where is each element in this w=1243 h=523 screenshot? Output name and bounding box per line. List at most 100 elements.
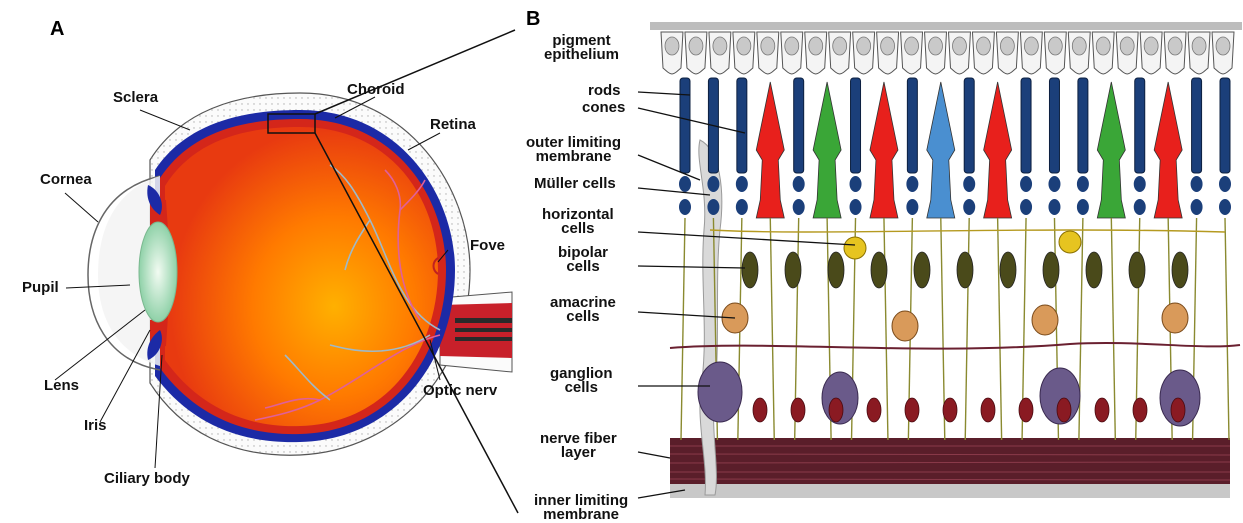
pigment-top-bar bbox=[650, 22, 1242, 30]
red-cone-cell bbox=[870, 82, 898, 218]
rod-cell bbox=[1135, 78, 1145, 173]
label-nerve-fiber-layer: nerve fiber layer bbox=[540, 432, 617, 460]
pigment-nucleus bbox=[929, 37, 943, 55]
pigment-nucleus bbox=[1120, 37, 1134, 55]
label-amacrine-cells: amacrine cells bbox=[550, 296, 616, 324]
axon-fiber bbox=[770, 218, 774, 440]
panel-a-eye-diagram: A bbox=[0, 0, 520, 523]
rod-nucleus bbox=[736, 176, 748, 192]
small-ganglion-cell bbox=[791, 398, 805, 422]
pigment-nucleus bbox=[953, 37, 967, 55]
bipolar-cell bbox=[1086, 252, 1102, 288]
pigment-nucleus bbox=[1072, 37, 1086, 55]
label-rods: rods bbox=[588, 84, 621, 98]
rod-cell bbox=[737, 78, 747, 173]
rod-nucleus bbox=[963, 176, 975, 192]
label-pigment-epithelium: pigment epithelium bbox=[544, 34, 619, 62]
bipolar-cell bbox=[742, 252, 758, 288]
rod-cell bbox=[851, 78, 861, 173]
rod-cell bbox=[907, 78, 917, 173]
nerve-fiber-layer bbox=[670, 438, 1230, 484]
pigment-nucleus bbox=[1168, 37, 1182, 55]
axon-fiber bbox=[1111, 218, 1115, 440]
label-ciliary-body: Ciliary body bbox=[104, 471, 190, 486]
pigment-nucleus bbox=[809, 37, 823, 55]
pigment-nucleus bbox=[1048, 37, 1062, 55]
rod-nucleus bbox=[906, 176, 918, 192]
rod-terminal bbox=[707, 199, 719, 215]
axon-fiber bbox=[965, 218, 969, 440]
ganglion-cell bbox=[698, 362, 742, 422]
small-ganglion-cell bbox=[1019, 398, 1033, 422]
bipolar-cell bbox=[828, 252, 844, 288]
pigment-nucleus bbox=[761, 37, 775, 55]
rod-nucleus bbox=[1048, 176, 1060, 192]
pigment-nucleus bbox=[1096, 37, 1110, 55]
panel-b-retina-diagram: B pigment bbox=[520, 0, 1243, 523]
axon-fiber bbox=[681, 218, 685, 440]
pigment-nucleus bbox=[785, 37, 799, 55]
axon-fiber bbox=[884, 218, 888, 440]
label-muller-cells: Müller cells bbox=[534, 177, 616, 191]
pigment-nucleus bbox=[1000, 37, 1014, 55]
small-ganglion-cell bbox=[1133, 398, 1147, 422]
rod-nucleus bbox=[1219, 176, 1231, 192]
label-sclera: Sclera bbox=[113, 90, 158, 105]
label-pupil: Pupil bbox=[22, 280, 59, 295]
amacrine-cell bbox=[892, 311, 918, 341]
label-retina: Retina bbox=[430, 117, 476, 132]
rod-nucleus bbox=[1191, 176, 1203, 192]
bipolar-cell bbox=[1000, 252, 1016, 288]
small-ganglion-cell bbox=[1171, 398, 1185, 422]
rod-terminal bbox=[1020, 199, 1032, 215]
axon-fiber bbox=[1225, 218, 1229, 440]
small-ganglion-cell bbox=[867, 398, 881, 422]
vitreous-body bbox=[165, 127, 438, 426]
amacrine-cell bbox=[1032, 305, 1058, 335]
pigment-nucleus bbox=[1192, 37, 1206, 55]
amacrine-process bbox=[670, 343, 1240, 349]
retina-layers-illustration bbox=[520, 0, 1243, 523]
pigment-nucleus bbox=[689, 37, 703, 55]
pigment-nucleus bbox=[976, 37, 990, 55]
eye-cross-section bbox=[0, 0, 520, 523]
rod-nucleus bbox=[850, 176, 862, 192]
amacrine-cell bbox=[1162, 303, 1188, 333]
small-ganglion-cell bbox=[753, 398, 767, 422]
small-ganglion-cell bbox=[943, 398, 957, 422]
rod-cell bbox=[1078, 78, 1088, 173]
pigment-nucleus bbox=[665, 37, 679, 55]
label-bipolar-cells: bipolar cells bbox=[558, 246, 608, 274]
small-ganglion-cell bbox=[829, 398, 843, 422]
lens bbox=[139, 222, 177, 322]
red-cone-cell bbox=[984, 82, 1012, 218]
rod-nucleus bbox=[793, 176, 805, 192]
horizontal-cell bbox=[844, 237, 866, 259]
small-ganglion-cell bbox=[1095, 398, 1109, 422]
bipolar-cell bbox=[1172, 252, 1188, 288]
rod-terminal bbox=[793, 199, 805, 215]
rod-terminal bbox=[1077, 199, 1089, 215]
rod-cell bbox=[1049, 78, 1059, 173]
pigment-nucleus bbox=[1024, 37, 1038, 55]
rod-cell bbox=[680, 78, 690, 173]
label-inner-limiting-membrane: inner limiting membrane bbox=[534, 494, 628, 522]
rod-cell bbox=[794, 78, 804, 173]
inner-limiting-membrane bbox=[670, 484, 1230, 498]
label-lens: Lens bbox=[44, 378, 79, 393]
rod-nucleus bbox=[707, 176, 719, 192]
axon-fiber bbox=[1079, 218, 1083, 440]
rod-terminal bbox=[1048, 199, 1060, 215]
rod-cell bbox=[964, 78, 974, 173]
label-cones: cones bbox=[582, 101, 625, 115]
rod-nucleus bbox=[1134, 176, 1146, 192]
label-fovea: Fove bbox=[470, 238, 505, 253]
rod-nucleus bbox=[1020, 176, 1032, 192]
pigment-nucleus bbox=[1216, 37, 1230, 55]
label-cornea: Cornea bbox=[40, 172, 92, 187]
bipolar-cell bbox=[871, 252, 887, 288]
label-outer-limiting-membrane: outer limiting membrane bbox=[526, 136, 621, 164]
horizontal-cell bbox=[1059, 231, 1081, 253]
label-ganglion-cells: ganglion cells bbox=[550, 367, 613, 395]
horizontal-cell-process bbox=[710, 230, 1225, 232]
